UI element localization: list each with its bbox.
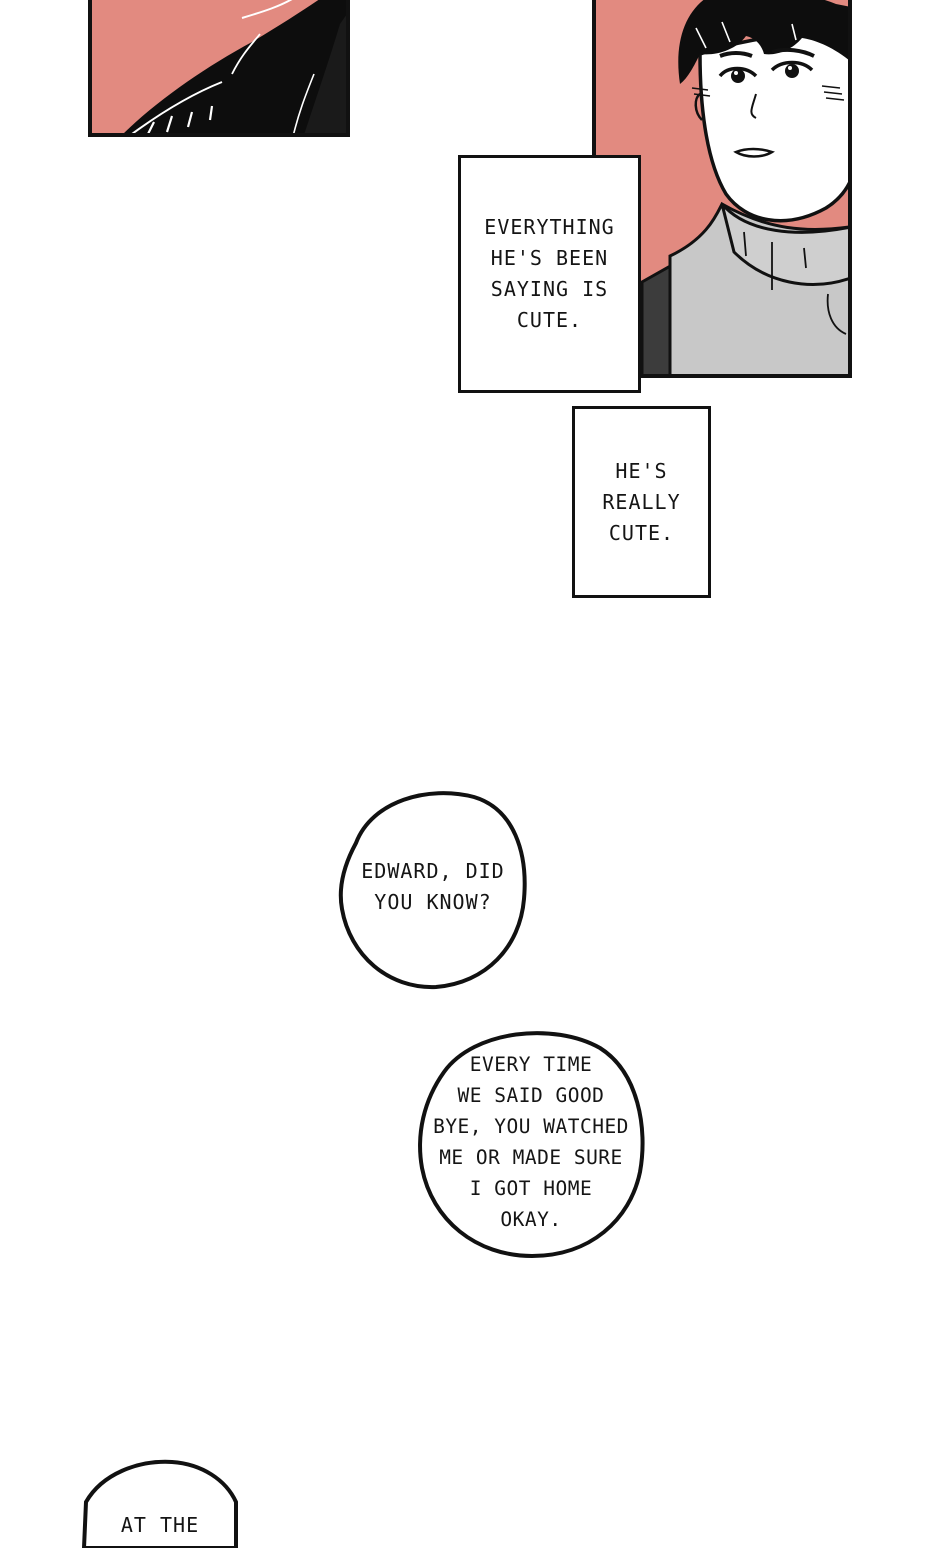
speech-text: EVERY TIME WE SAID GOOD BYE, YOU WATCHED…: [433, 1053, 629, 1231]
panel-character-portrait: [592, 0, 852, 378]
speech-bubble-did-you-know: EDWARD, DID YOU KNOW?: [336, 783, 530, 991]
speech-bubble-every-time: EVERY TIME WE SAID GOOD BYE, YOU WATCHED…: [414, 1024, 648, 1260]
caption-box-everything-cute: EVERYTHING HE'S BEEN SAYING IS CUTE.: [458, 155, 641, 393]
caption-text: HE'S REALLY CUTE.: [602, 458, 681, 545]
panel-dark-silhouette: [88, 0, 350, 137]
speech-text: AT THE: [120, 1512, 200, 1537]
speech-bubble-partial: AT THE: [80, 1458, 240, 1548]
speech-text: EDWARD, DID YOU KNOW?: [361, 859, 505, 914]
speech-bubble-outline: [338, 791, 527, 990]
dark-figure-illustration: [124, 0, 346, 133]
caption-box-really-cute: HE'S REALLY CUTE.: [572, 406, 711, 598]
caption-text: EVERYTHING HE'S BEEN SAYING IS CUTE.: [484, 215, 615, 332]
character-illustration: [640, 0, 848, 374]
speech-bubble-outline: [418, 1031, 645, 1259]
